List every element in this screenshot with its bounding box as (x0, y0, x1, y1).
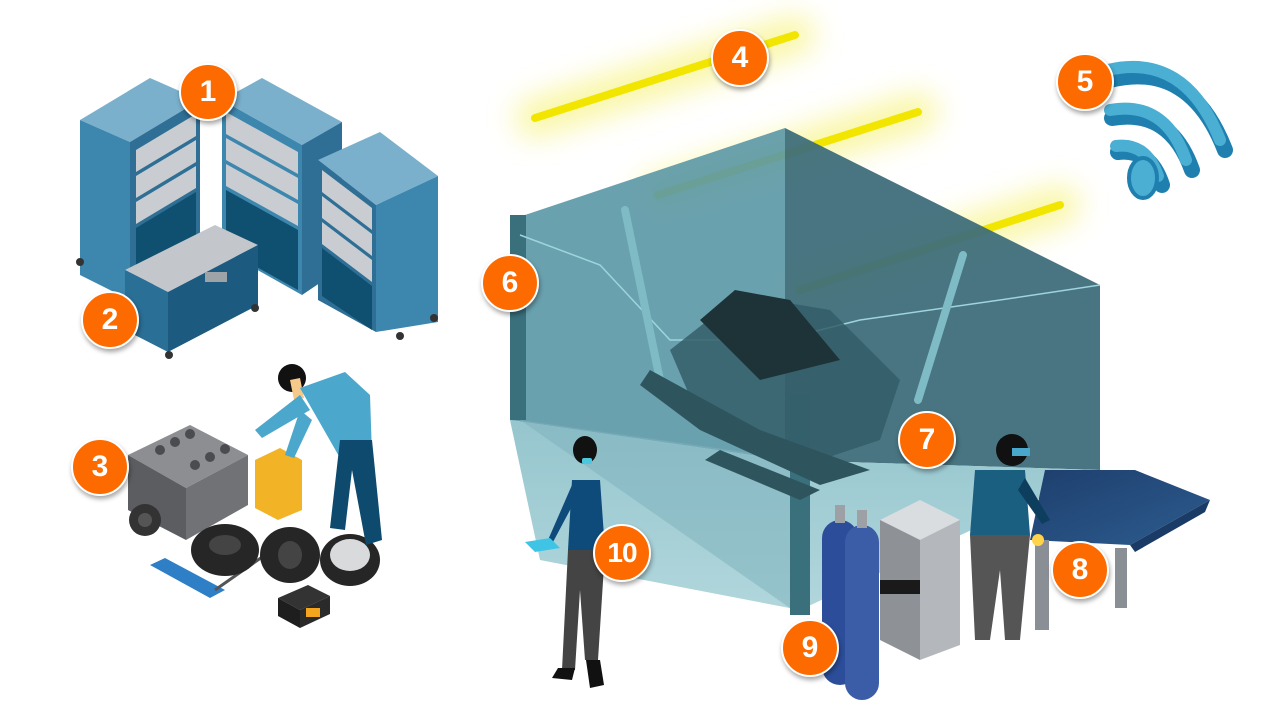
badge-8[interactable]: 8 (1051, 541, 1109, 599)
work-bay-booth (510, 128, 1101, 615)
wifi-icon (1102, 60, 1233, 200)
gas-cylinders-and-welder (822, 500, 960, 700)
badge-10[interactable]: 10 (593, 524, 651, 582)
badge-1[interactable]: 1 (179, 63, 237, 121)
badge-7[interactable]: 7 (898, 411, 956, 469)
badge-3[interactable]: 3 (71, 438, 129, 496)
badge-6[interactable]: 6 (481, 254, 539, 312)
welding-station (970, 434, 1210, 640)
badge-5[interactable]: 5 (1056, 53, 1114, 111)
badge-2[interactable]: 2 (81, 291, 139, 349)
tool-cabinets (76, 78, 438, 359)
badge-9[interactable]: 9 (781, 619, 839, 677)
technician-with-tablet (525, 436, 605, 688)
badge-4[interactable]: 4 (711, 29, 769, 87)
engine-and-parts (128, 364, 382, 628)
car-on-lift (640, 290, 900, 500)
